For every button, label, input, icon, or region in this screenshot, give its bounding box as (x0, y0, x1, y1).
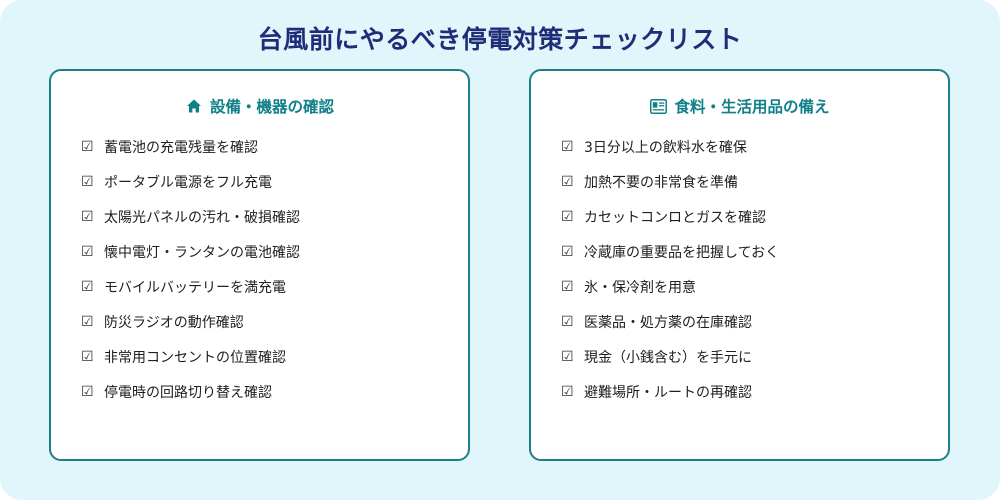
list-item-label: 太陽光パネルの汚れ・破損確認 (104, 209, 300, 226)
list-item: ☑ 停電時の回路切り替え確認 (81, 374, 300, 409)
checkbox-icon: ☑ (81, 243, 94, 260)
list-item: ☑ モバイルバッテリーを満充電 (81, 269, 300, 304)
list-item: ☑ 3日分以上の飲料水を確保 (561, 129, 779, 164)
list-item: ☑ 懐中電灯・ランタンの電池確認 (81, 234, 300, 269)
list-item: ☑ 医薬品・処方薬の在庫確認 (561, 304, 779, 339)
list-item-label: 防災ラジオの動作確認 (104, 314, 244, 331)
card-header-supplies: 食料・生活用品の備え (531, 95, 948, 117)
checkbox-icon: ☑ (81, 138, 94, 155)
home-icon (185, 97, 203, 115)
list-item: ☑ 太陽光パネルの汚れ・破損確認 (81, 199, 300, 234)
list-item: ☑ 加熱不要の非常食を準備 (561, 164, 779, 199)
list-item: ☑ 避難場所・ルートの再確認 (561, 374, 779, 409)
list-item-label: 医薬品・処方薬の在庫確認 (584, 314, 752, 331)
card-heading: 設備・機器の確認 (209, 98, 334, 116)
checkbox-icon: ☑ (81, 383, 94, 400)
list-item: ☑ 防災ラジオの動作確認 (81, 304, 300, 339)
list-item: ☑ 蓄電池の充電残量を確認 (81, 129, 300, 164)
list-item-label: 3日分以上の飲料水を確保 (584, 139, 747, 156)
list-item: ☑ 氷・保冷剤を用意 (561, 269, 779, 304)
checkbox-icon: ☑ (81, 348, 94, 365)
list-item: ☑ 非常用コンセントの位置確認 (81, 339, 300, 374)
list-item: ☑ 現金（小銭含む）を手元に (561, 339, 779, 374)
checkbox-icon: ☑ (81, 278, 94, 295)
checklist-equipment: ☑ 蓄電池の充電残量を確認 ☑ ポータブル電源をフル充電 ☑ 太陽光パネルの汚れ・破損… (81, 129, 300, 409)
checkbox-icon: ☑ (81, 313, 94, 330)
list-item: ☑ カセットコンロとガスを確認 (561, 199, 779, 234)
checkbox-icon: ☑ (561, 383, 574, 400)
list-item-label: 現金（小銭含む）を手元に (584, 349, 752, 366)
checklist-supplies: ☑ 3日分以上の飲料水を確保 ☑ 加熱不要の非常食を準備 ☑ カセットコンロとガスを確… (561, 129, 779, 409)
card-header-equipment: 設備・機器の確認 (51, 95, 468, 117)
list-item-label: 加熱不要の非常食を準備 (584, 174, 738, 191)
card-equipment: 設備・機器の確認 ☑ 蓄電池の充電残量を確認 ☑ ポータブル電源をフル充電 ☑ 太陽光… (49, 69, 470, 461)
checkbox-icon: ☑ (561, 243, 574, 260)
checkbox-icon: ☑ (561, 173, 574, 190)
list-item-label: 懐中電灯・ランタンの電池確認 (104, 244, 300, 261)
checkbox-icon: ☑ (561, 313, 574, 330)
list-item-label: カセットコンロとガスを確認 (584, 209, 766, 226)
list-item: ☑ 冷蔵庫の重要品を把握しておく (561, 234, 779, 269)
id-card-icon (649, 97, 667, 115)
list-item-label: モバイルバッテリーを満充電 (104, 279, 286, 296)
list-item-label: 避難場所・ルートの再確認 (584, 384, 752, 401)
card-heading: 食料・生活用品の備え (674, 98, 830, 116)
list-item-label: 氷・保冷剤を用意 (584, 279, 696, 296)
list-item-label: ポータブル電源をフル充電 (104, 174, 272, 191)
list-item-label: 蓄電池の充電残量を確認 (104, 139, 258, 156)
checkbox-icon: ☑ (81, 208, 94, 225)
checkbox-icon: ☑ (81, 173, 94, 190)
checkbox-icon: ☑ (561, 348, 574, 365)
card-supplies: 食料・生活用品の備え ☑ 3日分以上の飲料水を確保 ☑ 加熱不要の非常食を準備 ☑ カ… (529, 69, 950, 461)
page-title: 台風前にやるべき停電対策チェックリスト (257, 25, 743, 54)
list-item-label: 非常用コンセントの位置確認 (104, 349, 286, 366)
list-item-label: 冷蔵庫の重要品を把握しておく (584, 244, 780, 261)
checkbox-icon: ☑ (561, 208, 574, 225)
checkbox-icon: ☑ (561, 278, 574, 295)
list-item: ☑ ポータブル電源をフル充電 (81, 164, 300, 199)
list-item-label: 停電時の回路切り替え確認 (104, 384, 272, 401)
checkbox-icon: ☑ (561, 138, 574, 155)
